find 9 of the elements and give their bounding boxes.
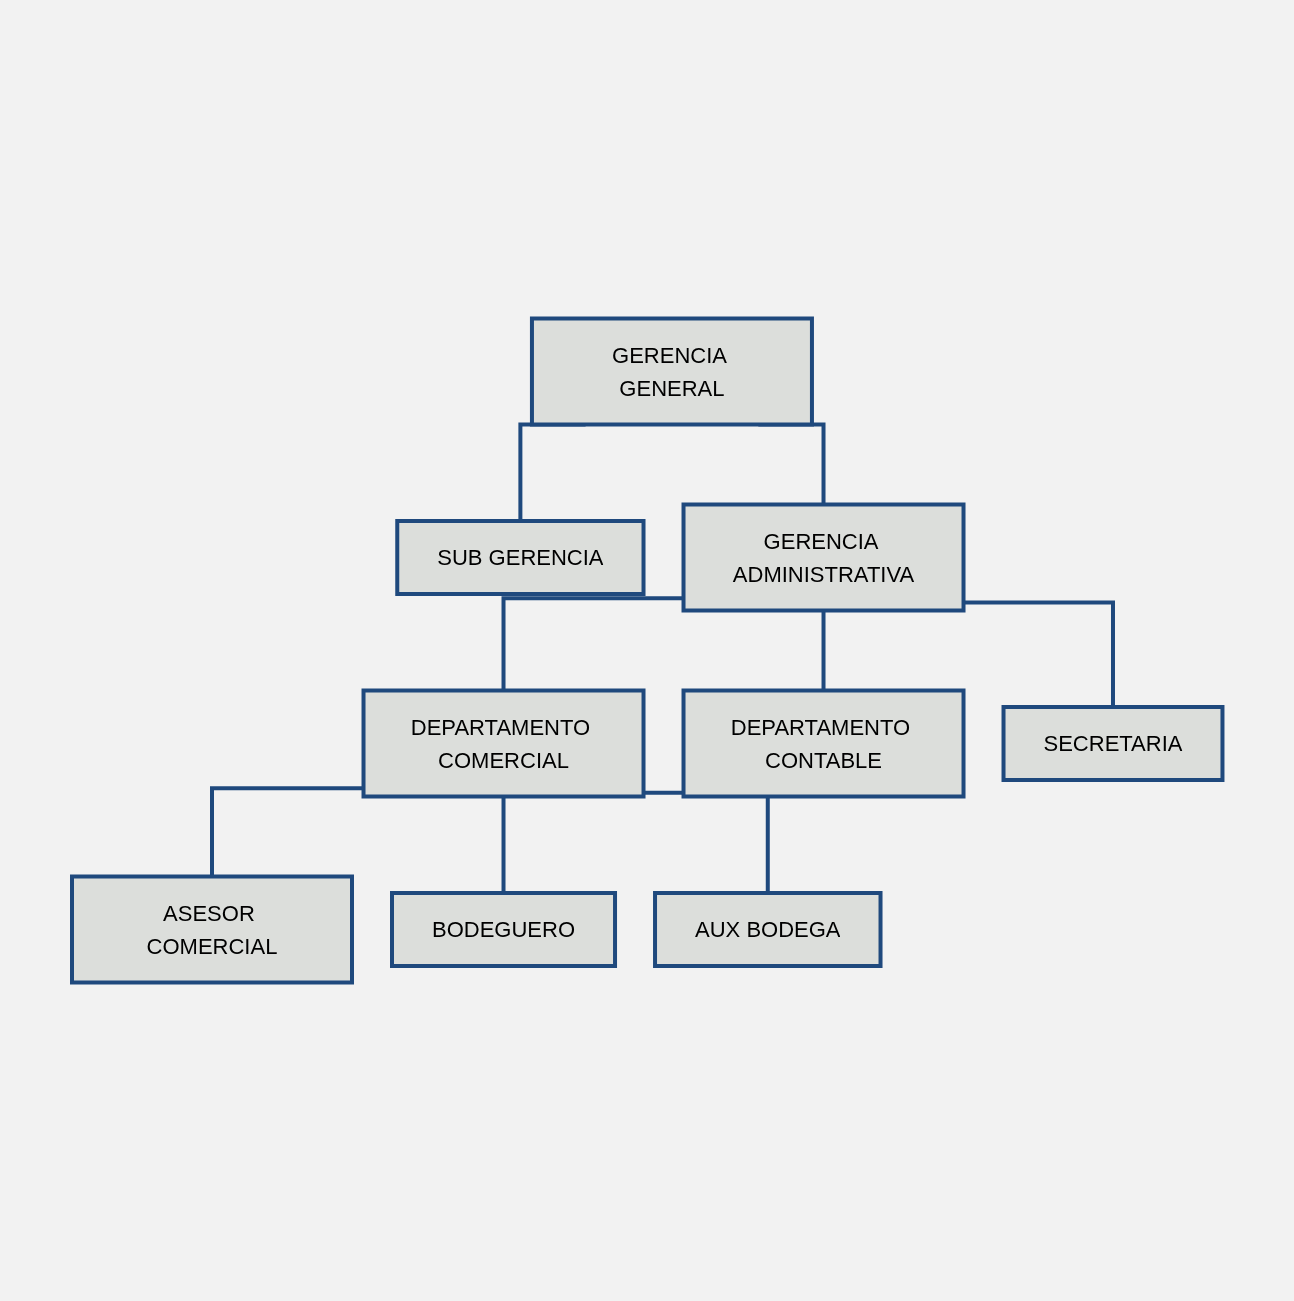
node-box: DEPARTAMENTO COMERCIAL — [361, 688, 646, 799]
node-box: AUX BODEGA — [652, 891, 883, 968]
node-box: BODEGUERO — [389, 891, 617, 968]
node-box: SUB GERENCIA — [395, 519, 646, 596]
node-box: SECRETARIA — [1001, 705, 1225, 782]
node-box: DEPARTAMENTO CONTABLE — [681, 688, 966, 799]
node-box: ASESOR COMERCIAL — [69, 874, 354, 985]
node-box: GERENCIA ADMINISTRATIVA — [681, 502, 966, 613]
node-box: GERENCIA GENERAL — [529, 316, 814, 427]
